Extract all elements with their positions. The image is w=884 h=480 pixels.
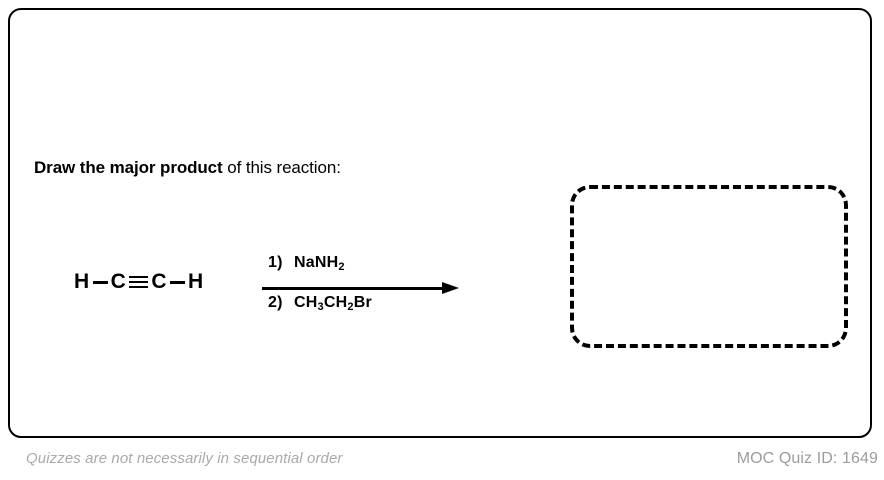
atom-label-h-left: H <box>74 270 90 293</box>
page-title: Draw the major product of this reaction: <box>34 158 341 178</box>
reagent-number-1: 1) <box>268 254 283 271</box>
reagent-line-1: 1) NaNH2 <box>268 254 345 273</box>
arrow-shaft <box>262 287 448 290</box>
single-bond-right <box>170 280 186 284</box>
reaction-scheme: H C C H 1) NaNH2 2) CH3CH2Br <box>34 246 854 366</box>
atom-label-c-left: C <box>110 270 127 293</box>
prompt-emphasis: Draw the major product <box>34 158 223 177</box>
reaction-arrow-icon <box>262 282 462 296</box>
atom-label-h-right: H <box>188 270 204 293</box>
reagent-line-2: 2) CH3CH2Br <box>268 294 372 313</box>
prompt-rest: of this reaction: <box>222 158 341 177</box>
triple-bond-icon <box>129 275 149 289</box>
reagent-formula-1: NaNH2 <box>294 254 345 273</box>
reagent-block: 1) NaNH2 2) CH3CH2Br <box>262 246 472 336</box>
quiz-id-label: MOC Quiz ID: 1649 <box>736 450 878 467</box>
atom-label-c-right: C <box>151 270 168 293</box>
starting-material-structure: H C C H <box>74 270 204 294</box>
arrow-head <box>442 282 459 294</box>
answer-drawing-area[interactable] <box>570 185 848 348</box>
reagent-formula-2: CH3CH2Br <box>294 294 372 313</box>
quiz-card: Draw the major product of this reaction:… <box>8 8 872 438</box>
single-bond-left <box>92 280 108 284</box>
footer-note: Quizzes are not necessarily in sequentia… <box>26 450 343 467</box>
reagent-number-2: 2) <box>268 294 283 311</box>
